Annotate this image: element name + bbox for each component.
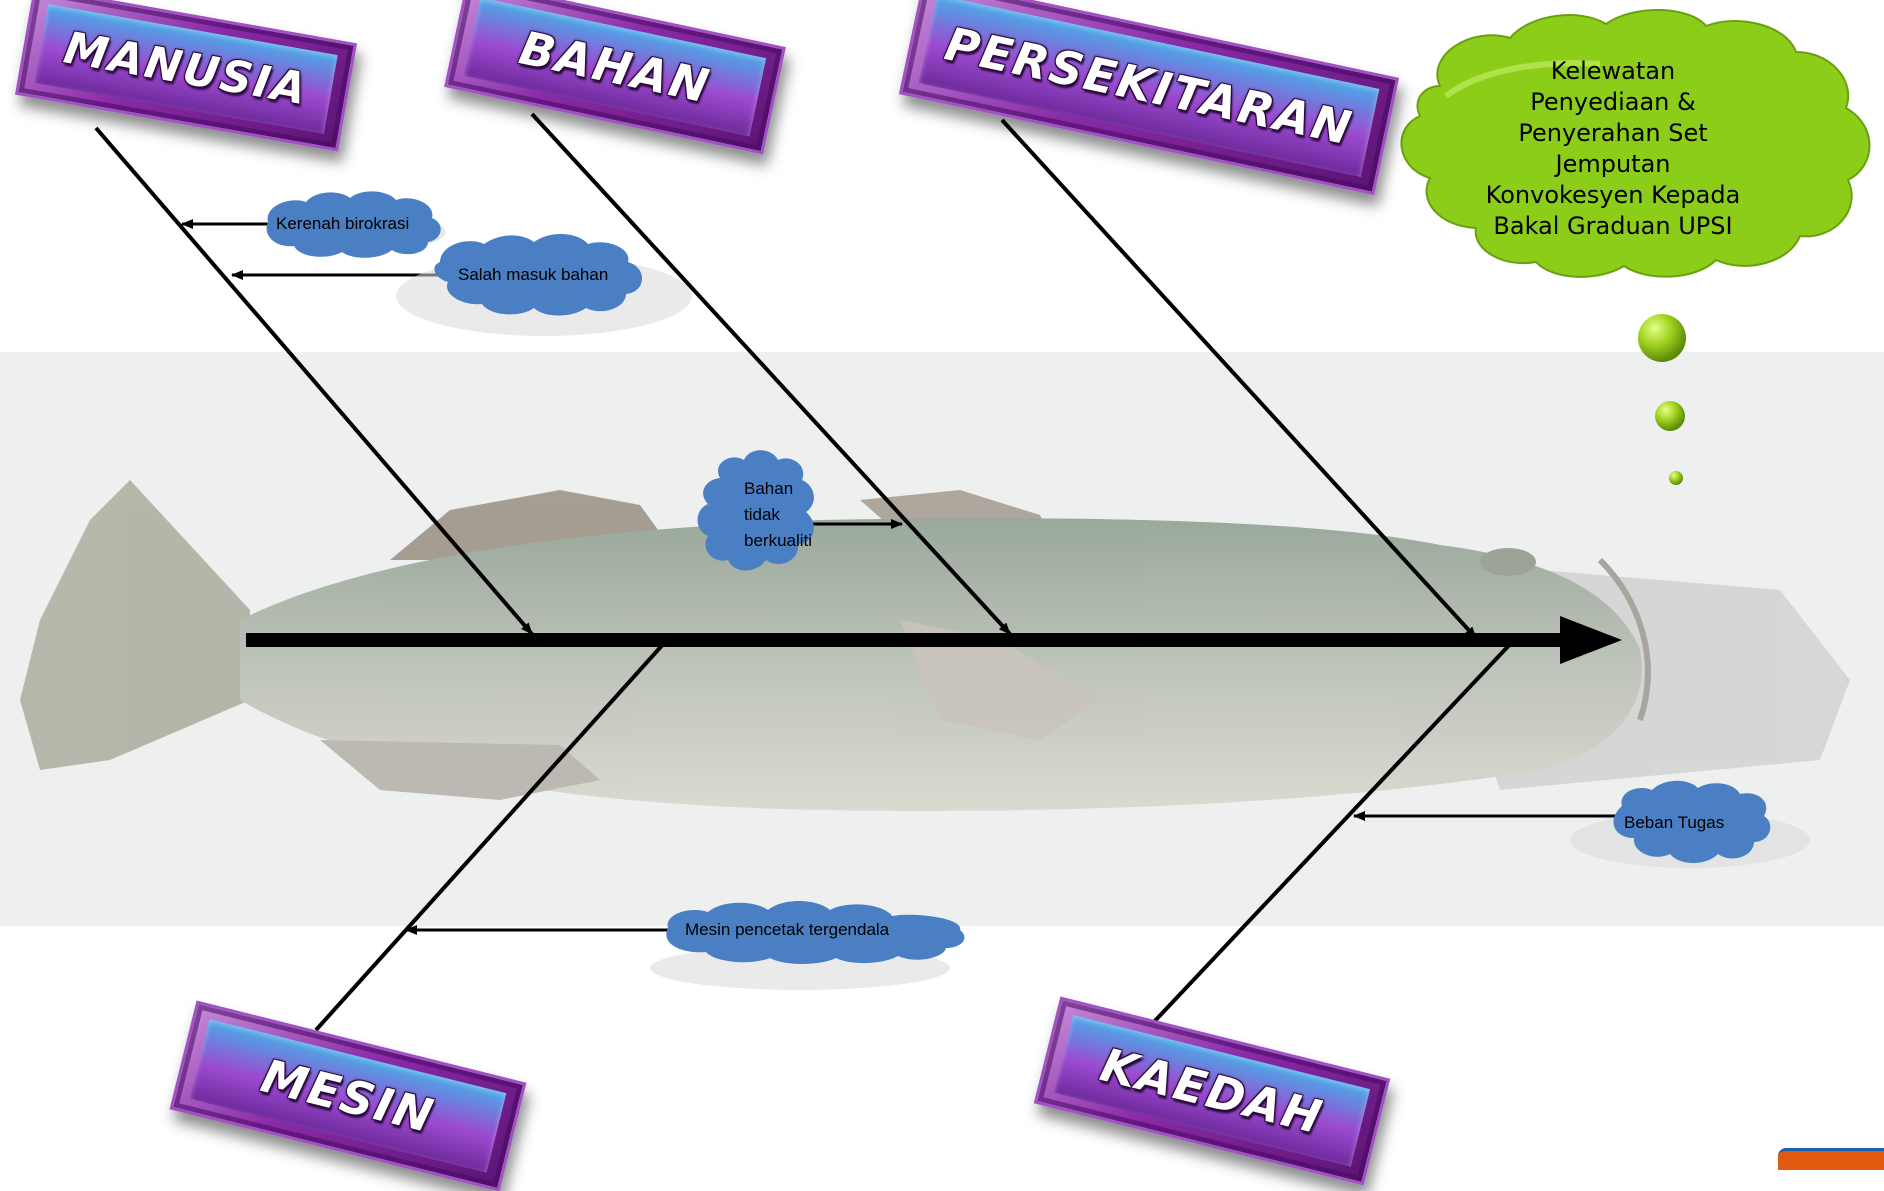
goal-cloud	[1400, 8, 1871, 278]
cause-mesin-pencetak-tergendala: Mesin pencetak tergendala	[685, 920, 890, 939]
thought-bubble-small	[1669, 471, 1683, 485]
cloud-mesin-pencetak	[650, 901, 965, 990]
fish-eye	[1480, 548, 1536, 576]
cloud-bahan-tidak-berkualiti	[697, 450, 814, 571]
cloud-salah-masuk-bahan	[396, 233, 692, 336]
thought-bubble-medium	[1655, 401, 1685, 431]
fish-pectoral-fin	[900, 620, 1100, 740]
cause-clouds	[266, 191, 1810, 990]
fish-image	[20, 480, 1850, 811]
cause-bahan-line-1: Bahan	[744, 479, 794, 498]
cloud-beban-tugas	[1570, 780, 1810, 868]
fish-pelvic-fin	[320, 740, 600, 800]
cause-beban-tugas: Beban Tugas	[1624, 813, 1725, 832]
cause-bahan-line-3: berkualiti	[744, 531, 813, 550]
fish-tail	[20, 480, 250, 770]
diagram-canvas	[0, 8, 1884, 1032]
cause-bahan-tidak-berkualiti: Bahan tidak berkualiti	[744, 476, 812, 554]
bones	[94, 112, 1632, 1032]
cause-bahan-line-2: tidak	[744, 505, 780, 524]
spine-arrowhead	[1560, 616, 1622, 664]
fish-mouth	[1597, 557, 1651, 721]
bone-persekitaran	[1000, 118, 1478, 640]
bone-bahan	[530, 112, 1012, 636]
thought-bubble-large	[1638, 314, 1686, 362]
bone-mesin	[314, 639, 668, 1032]
cloud-kerenah-birokrasi	[266, 191, 446, 258]
cause-salah-masuk-bahan: Salah masuk bahan	[458, 265, 609, 284]
problem-statement: Kelewatan Penyediaan & Penyerahan Set Je…	[1485, 57, 1741, 240]
cause-kerenah-birokrasi: Kerenah birokrasi	[276, 214, 410, 233]
bone-manusia	[94, 126, 534, 636]
corner-decoration	[1778, 1148, 1884, 1170]
bone-kaedah	[1150, 638, 1516, 1026]
